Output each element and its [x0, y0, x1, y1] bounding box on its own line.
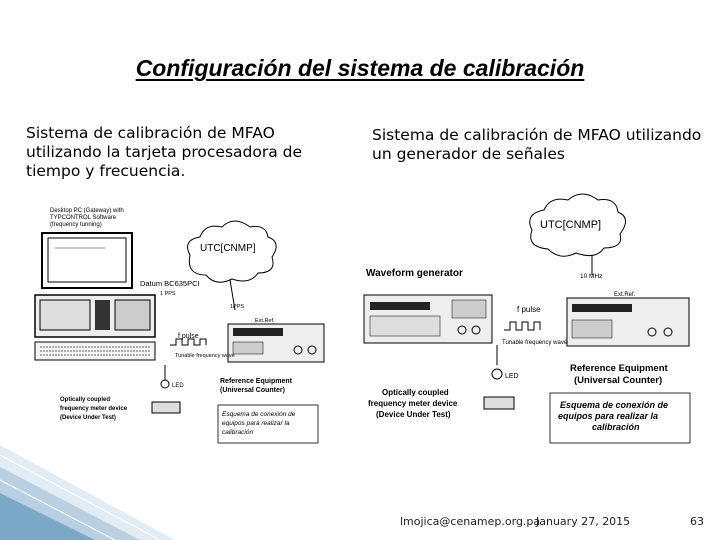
tunable-label: Tunable frequency wave [175, 353, 235, 359]
universal-counter-icon [566, 297, 690, 347]
dut-label: Optically coupled frequency meter device… [60, 397, 129, 421]
svg-text:UTC[CNMP]: UTC[CNMP] [200, 243, 256, 254]
pulse-symbol: f pulse [178, 333, 199, 340]
left-calibration-diagram: Desktop PC (Gateway) with TYPCONTROL Sof… [34, 208, 325, 444]
led-label: LED [172, 383, 184, 389]
dut-device-icon [151, 401, 181, 414]
utc-cloud-icon: UTC[CNMP] [187, 220, 277, 283]
led-label: LED [505, 373, 519, 380]
waveform-generator-icon [363, 294, 493, 344]
pc-label: Desktop PC (Gateway) with TYPCONTROL Sof… [50, 208, 125, 228]
utc-cloud-icon: UTC[CNMP] [529, 193, 626, 257]
mhz-label: 10 MHz [580, 273, 602, 280]
corner-decoration [0, 445, 175, 540]
slide-title: Configuración del sistema de calibración [135, 55, 585, 81]
ref-equipment-label: Reference Equipment (Universal Counter) [570, 363, 670, 386]
dut-label: Optically coupled frequency meter device… [368, 388, 460, 419]
right-description: Sistema de calibración de MFAO utilizand… [372, 126, 702, 163]
dut-device-icon [483, 396, 515, 410]
footer-email: lmojica@cenamep.org.pa [400, 515, 541, 528]
counter-ports-label: Ext.Ref. [614, 292, 636, 298]
footer-page-number: 63 [690, 515, 704, 528]
svg-text:UTC[CNMP]: UTC[CNMP] [540, 219, 601, 231]
ref-out-label: 1PPS [230, 304, 244, 310]
keyboard-icon [34, 341, 156, 361]
universal-counter-icon [227, 323, 325, 363]
pc-chassis-icon [34, 294, 156, 338]
left-caption: Esquema de conexión de equipos para real… [222, 411, 297, 436]
pulse-label: 1 PPS [160, 291, 176, 297]
right-calibration-diagram: UTC[CNMP] Waveform generator 10 MHz Ext.… [363, 193, 691, 444]
right-caption: Esquema de conexión de equipos para real… [558, 400, 671, 432]
generator-label: Waveform generator [366, 268, 463, 279]
pulse-symbol: f pulse [517, 305, 541, 314]
monitor-icon [41, 232, 133, 289]
tunable-label: Tunable frequency wave [502, 340, 568, 346]
counter-ports-label: Ext.Ref. [255, 318, 275, 324]
led-icon [491, 368, 503, 380]
led-icon [160, 379, 170, 389]
ref-equipment-label: Reference Equipment (Universal Counter) [220, 378, 294, 394]
card-label: Datum BC635PCI [140, 279, 200, 288]
left-description: Sistema de calibración de MFAO utilizand… [26, 124, 303, 180]
footer-date: January 27, 2015 [536, 515, 631, 528]
